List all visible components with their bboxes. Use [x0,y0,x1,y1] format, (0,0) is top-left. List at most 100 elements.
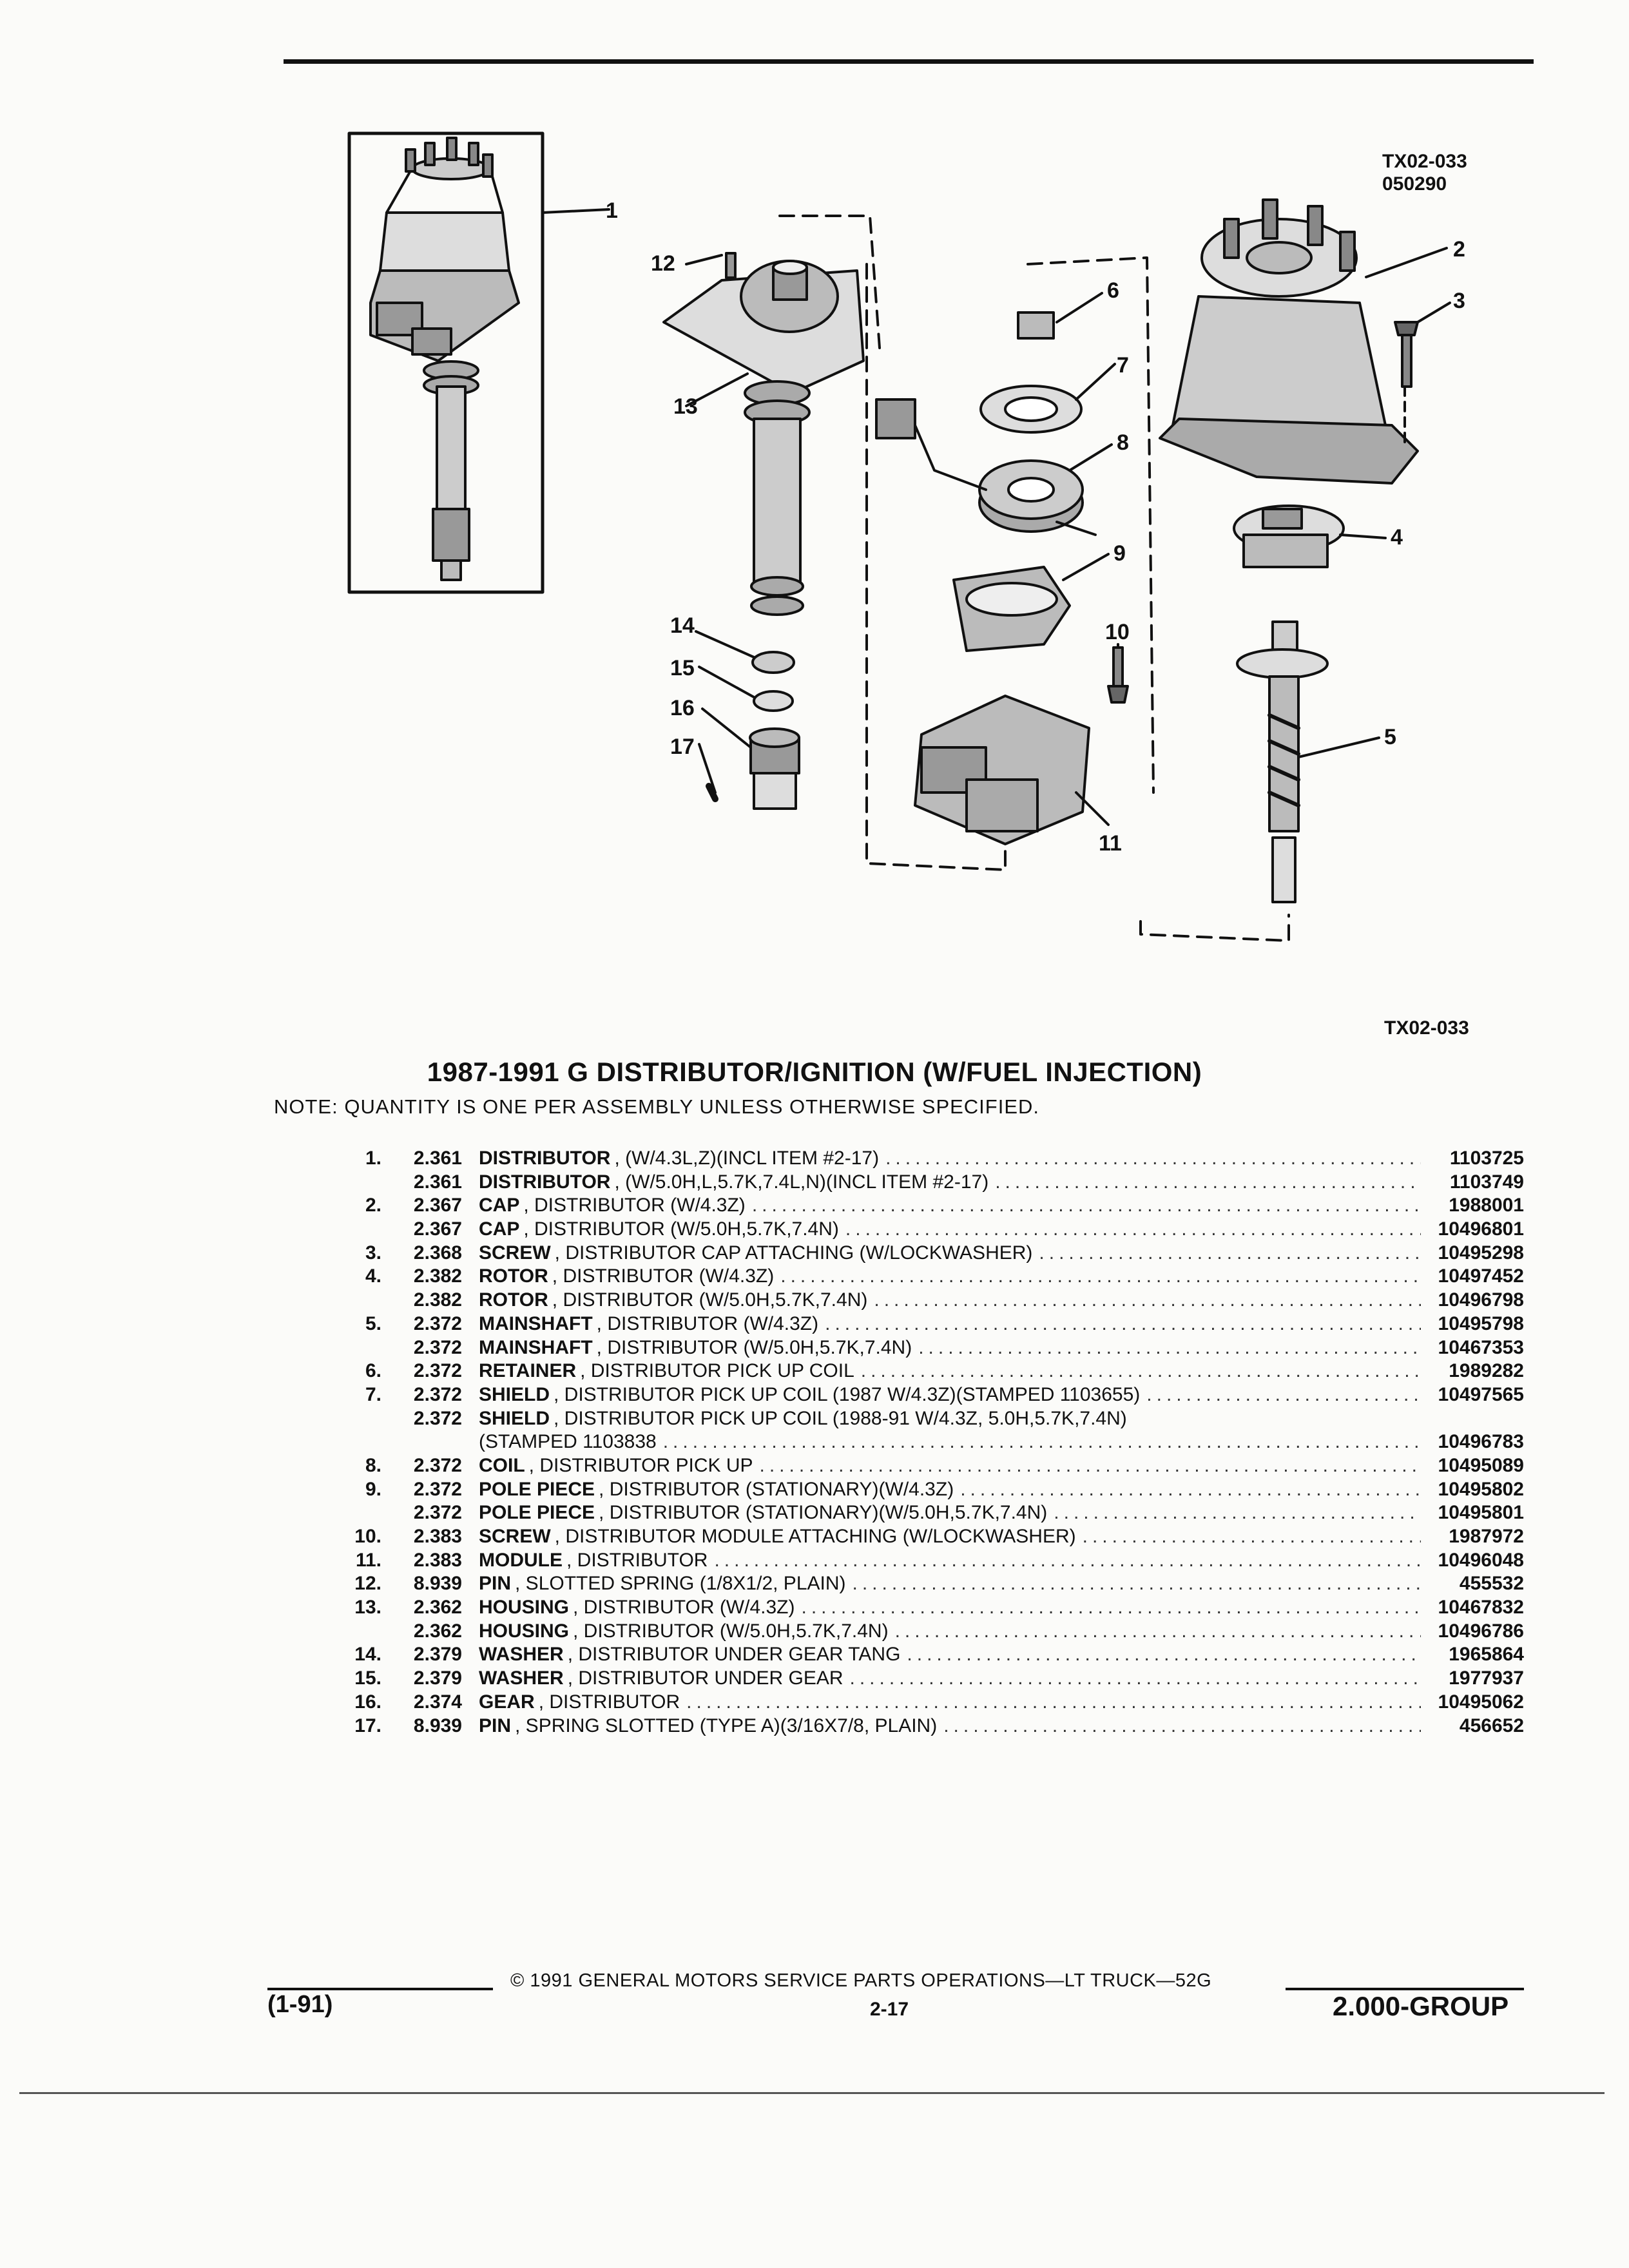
group-code: 2.372 [413,1454,462,1476]
footer-page-number: 2-17 [870,1999,909,2020]
part-number: 456652 [1459,1715,1524,1736]
part-name: DISTRIBUTOR [479,1171,611,1193]
group-code: 2.383 [413,1526,462,1547]
part-name: ROTOR [479,1289,548,1311]
item-number: 8. [365,1454,381,1476]
diagram-code-top: TX02-033 [1382,151,1467,172]
part-description: , DISTRIBUTOR (STATIONARY)(W/4.3Z) [599,1478,954,1500]
leader-dots [885,1147,1421,1171]
part-number: 10497452 [1438,1265,1524,1287]
callout-16: 16 [670,696,695,720]
part-number: 10496798 [1438,1289,1524,1311]
part-number: 1103749 [1449,1171,1524,1193]
part-description: , SLOTTED SPRING (1/8X1/2, PLAIN) [515,1573,846,1595]
callout-7: 7 [1117,353,1129,378]
quantity-note: NOTE: QUANTITY IS ONE PER ASSEMBLY UNLES… [274,1095,1040,1118]
washer-14-drawing [751,651,795,674]
item-number: 4. [365,1265,381,1287]
callout-5: 5 [1384,725,1396,749]
cap-2-drawing [1159,198,1419,485]
retainer-6-drawing [1017,311,1055,340]
part-number: 1965864 [1449,1644,1524,1666]
part-name: PIN [479,1715,512,1736]
group-code: 2.368 [413,1242,462,1264]
part-number: 1989282 [1449,1360,1524,1382]
item-number: 3. [365,1242,381,1264]
item-number: 13. [354,1597,381,1619]
item-number: 14. [354,1644,381,1666]
group-code: 2.379 [413,1644,462,1666]
part-name: MAINSHAFT [479,1312,593,1334]
part-number: 10495802 [1438,1478,1524,1500]
part-description: , DISTRIBUTOR CAP ATTACHING (W/LOCKWASHE… [554,1242,1033,1264]
callout-8: 8 [1117,430,1129,455]
part-description: , DISTRIBUTOR [538,1691,680,1713]
part-number: 10496786 [1438,1620,1524,1642]
item-number: 15. [354,1667,381,1689]
part-description: , DISTRIBUTOR (W/5.0H,5.7K,7.4N) [523,1218,839,1240]
callout-6: 6 [1107,278,1119,303]
part-name: DISTRIBUTOR [479,1148,611,1169]
top-rule [284,59,1534,64]
item-number: 11. [355,1549,381,1571]
leader-dots [918,1336,1421,1360]
part-name: SHIELD [479,1383,550,1405]
item-number: 10. [354,1526,381,1547]
part-name: POLE PIECE [479,1502,595,1524]
part-description: , DISTRIBUTOR MODULE ATTACHING (W/LOCKWA… [554,1526,1076,1547]
bottom-rule [19,2092,1605,2094]
part-description: , DISTRIBUTOR UNDER GEAR TANG [567,1644,901,1666]
coil-8-drawing [875,398,1097,536]
leader-dots [853,1572,1421,1596]
leader-dots [663,1430,1421,1454]
group-code: 2.362 [413,1620,462,1642]
group-code: 2.372 [413,1336,462,1358]
item-number: 17. [354,1715,381,1736]
leader-dots [825,1312,1421,1336]
leader-dots [1039,1242,1421,1265]
callout-12: 12 [651,251,675,276]
screw-3-drawing [1394,321,1419,388]
leader-dots [845,1218,1421,1242]
leader-dots [801,1596,1421,1620]
leader-dots [850,1667,1421,1691]
footer-copyright: © 1991 GENERAL MOTORS SERVICE PARTS OPER… [510,1970,1212,1991]
mainshaft-5-drawing [1236,620,1329,903]
page-title: 1987-1991 G DISTRIBUTOR/IGNITION (W/FUEL… [427,1057,1202,1087]
leader-dots [861,1360,1421,1383]
group-code: 2.361 [413,1148,462,1169]
part-description: , DISTRIBUTOR PICK UP [528,1454,753,1476]
shield-7-drawing [979,385,1083,434]
group-code: 2.382 [413,1265,462,1287]
part-name: MODULE [479,1549,563,1571]
item-number: 16. [354,1691,381,1713]
item-number: 1. [365,1148,381,1169]
assembled-distributor-drawing [369,137,520,581]
group-code: 2.367 [413,1195,462,1216]
group-code: 2.372 [413,1502,462,1524]
group-code: 2.372 [413,1407,462,1429]
part-description: , DISTRIBUTOR [566,1549,708,1571]
item-number: 12. [354,1573,381,1595]
leader-dots [760,1454,1422,1478]
part-name: MAINSHAFT [479,1336,593,1358]
group-code: 2.372 [413,1478,462,1500]
part-number: 1977937 [1449,1667,1524,1689]
module-11-drawing [914,695,1090,845]
leader-dots [874,1289,1421,1312]
parts-row: (STAMPED 110383810496783 [335,1430,1524,1454]
